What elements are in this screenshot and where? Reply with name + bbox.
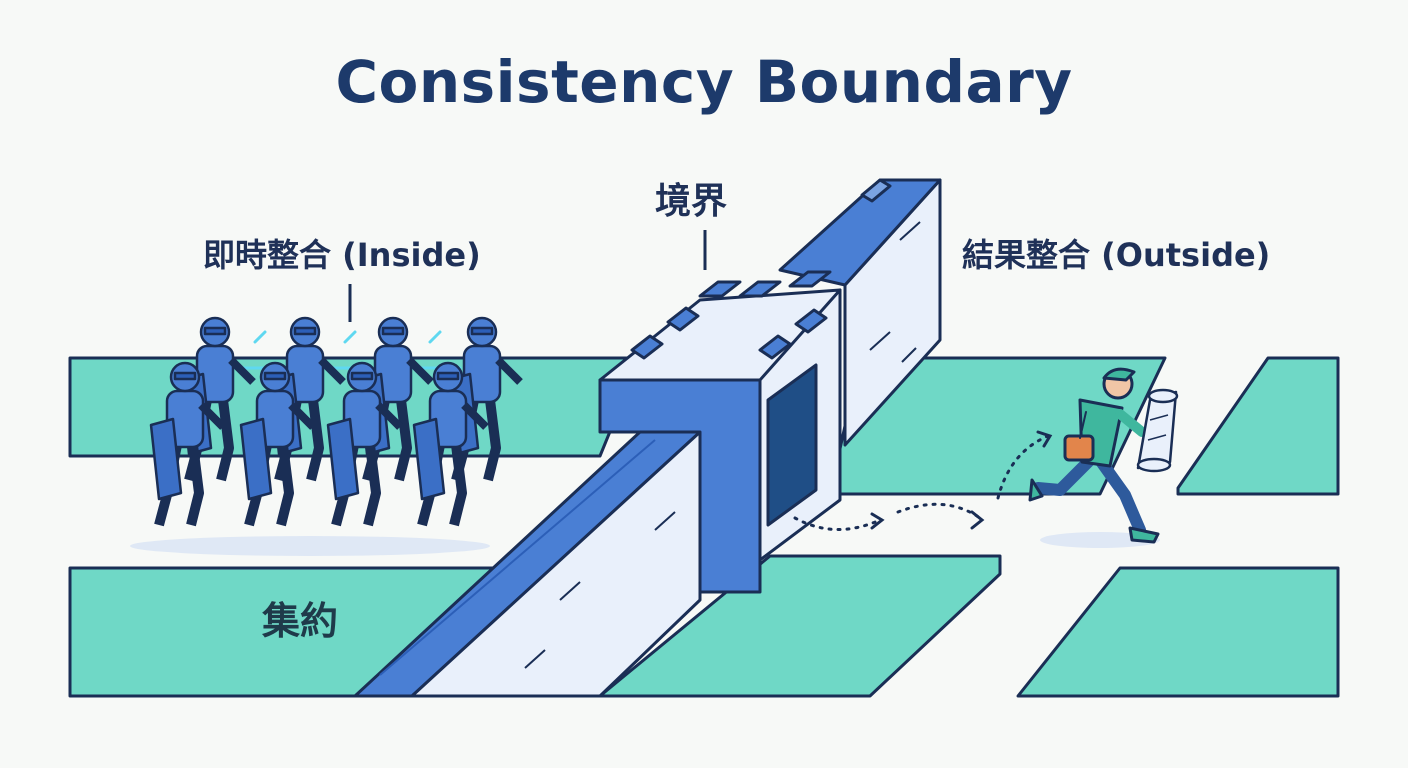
label-outside: 結果整合 (Outside) [962, 230, 1270, 276]
tile-bottom-right [1018, 568, 1338, 696]
tile-top-right [1178, 358, 1338, 494]
diagram-title: Consistency Boundary [0, 48, 1408, 116]
label-boundary: 境界 [655, 172, 727, 224]
label-inside: 即時整合 (Inside) [203, 230, 481, 276]
label-aggregate: 集約 [262, 590, 338, 645]
